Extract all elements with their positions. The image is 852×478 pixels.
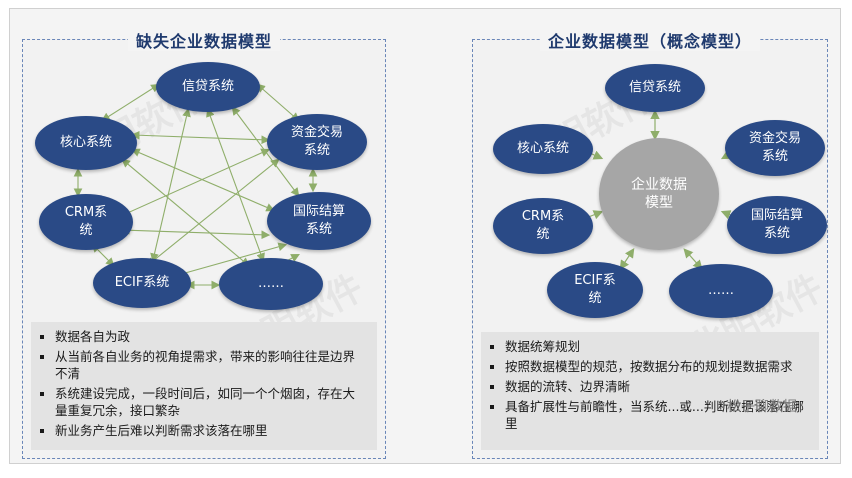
slide: 缺失企业数据模型 北明软件 北明软件 — [9, 8, 841, 464]
left-panel-title: 缺失企业数据模型 — [23, 28, 385, 52]
node-ecif: ECIF系统 — [93, 258, 191, 308]
link-crm-guoji — [120, 225, 271, 240]
link-zijin-crm — [120, 148, 271, 217]
left-diagram: 信贷系统 核心系统 资金交易 系统 CRM系 统 国际结算 系统 ECIF系统 … — [23, 40, 385, 330]
bullet: 系统建设完成，一段时间后，如同一个个烟囱，存在大量重复冗余，接口繁杂 — [55, 385, 367, 419]
link-hexin-zijin — [130, 130, 271, 145]
node-guoji: 国际结算 系统 — [267, 192, 371, 250]
link-xindai-zijin — [256, 83, 300, 122]
bullet: 新业务产生后难以判断需求该落在哪里 — [55, 422, 367, 439]
node-zijin: 资金交易 系统 — [267, 114, 367, 170]
node-more: …… — [669, 264, 773, 318]
right-panel-title: 企业数据模型（概念模型） — [473, 28, 827, 52]
left-bullets: 数据各自为政 从当前各自业务的视角提需求，带来的影响往往是边界不清 系统建设完成… — [31, 322, 377, 450]
left-panel: 缺失企业数据模型 北明软件 北明软件 — [22, 32, 386, 459]
spoke-ecif — [619, 248, 635, 270]
node-crm: CRM系 统 — [39, 194, 133, 250]
link-xindai-more — [206, 107, 265, 263]
right-bullets: 数据统筹规划 按照数据模型的规范，按数据分布的规划提数据需求 数据的流转、边界清… — [481, 332, 819, 450]
signature-watermark: 松子聊数据 — [727, 399, 797, 415]
link-ecif-guoji — [175, 242, 288, 278]
node-guoji: 国际结算 系统 — [727, 196, 827, 254]
node-ecif: ECIF系 统 — [547, 262, 643, 318]
node-xindai: 信贷系统 — [156, 62, 260, 112]
bullet: 数据的流转、边界清晰 — [505, 378, 809, 395]
node-more: …… — [219, 258, 323, 310]
left-connections — [73, 83, 318, 290]
right-diagram: 信贷系统 核心系统 企业数据 模型 资金交易 系统 CRM系 统 国际结算 系统… — [473, 40, 827, 330]
spoke-more — [683, 248, 703, 270]
node-center-model: 企业数据 模型 — [599, 138, 719, 250]
right-panel: 企业数据模型（概念模型） 北明软件 北明软件 — [472, 32, 830, 459]
node-hexin: 核心系统 — [35, 116, 137, 170]
node-zijin: 资金交易 系统 — [725, 120, 825, 176]
node-xindai: 信贷系统 — [605, 64, 705, 112]
bullet: 数据统筹规划 — [505, 338, 809, 355]
bullet: 从当前各自业务的视角提需求，带来的影响往往是边界不清 — [55, 348, 367, 382]
node-crm: CRM系 统 — [493, 198, 593, 254]
node-hexin: 核心系统 — [493, 124, 593, 174]
bullet: 按照数据模型的规范，按数据分布的规划提数据需求 — [505, 358, 809, 375]
bullet: 数据各自为政 — [55, 328, 367, 345]
link-hexin-more — [121, 158, 250, 267]
link-hexin-xindai — [101, 83, 160, 122]
bullet: 具备扩展性与前瞻性，当系统...或...判断数据该落在哪里 — [505, 398, 809, 432]
